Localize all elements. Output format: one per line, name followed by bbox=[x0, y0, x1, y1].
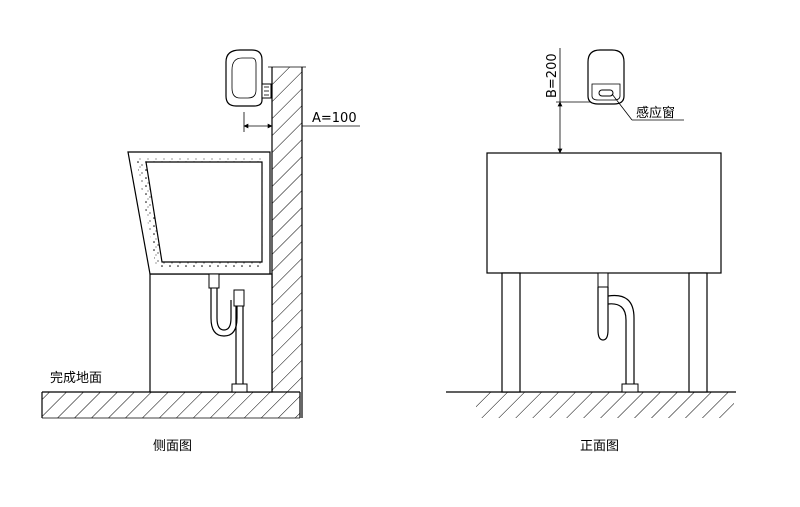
front-view: 感应窗 B=200 正面图 bbox=[446, 48, 736, 454]
side-drain-pipe bbox=[208, 273, 248, 393]
dim-a: A=100 bbox=[243, 111, 360, 132]
side-sensor-unit bbox=[225, 49, 272, 107]
side-wall bbox=[268, 66, 306, 418]
side-floor bbox=[41, 391, 301, 419]
front-legs bbox=[501, 272, 708, 393]
side-view-title: 侧面图 bbox=[153, 439, 192, 454]
front-floor bbox=[446, 391, 736, 418]
front-sensor-unit bbox=[587, 49, 625, 105]
dim-b-label: B=200 bbox=[545, 53, 560, 98]
finished-floor-label: 完成地面 bbox=[50, 371, 102, 386]
front-drain-pipe bbox=[597, 272, 639, 393]
side-view: A=100 完成地面 侧面图 bbox=[41, 49, 360, 454]
sensor-window-label: 感应窗 bbox=[636, 105, 675, 121]
front-view-title: 正面图 bbox=[580, 439, 619, 454]
side-basin bbox=[127, 151, 271, 275]
dim-a-label: A=100 bbox=[312, 111, 357, 126]
sensor-window-icon bbox=[598, 89, 614, 97]
dim-b: B=200 bbox=[545, 48, 590, 154]
front-basin bbox=[486, 152, 722, 274]
sensor-window-callout: 感应窗 bbox=[611, 93, 684, 121]
